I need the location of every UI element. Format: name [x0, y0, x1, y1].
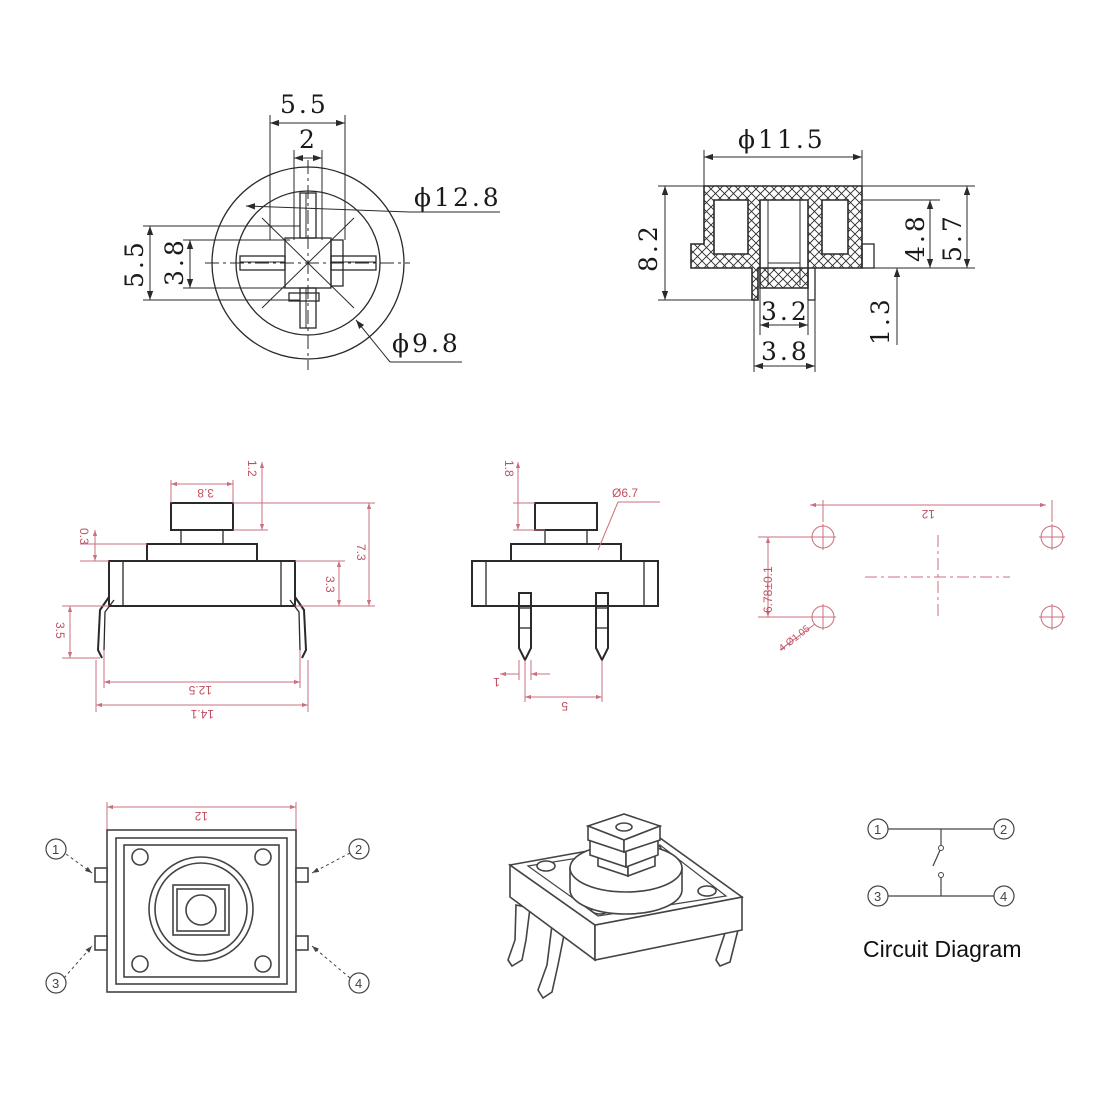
- pin-label: 4: [1000, 889, 1007, 904]
- pin-leg: [507, 904, 531, 968]
- circuit-caption: Circuit Diagram: [863, 936, 1021, 962]
- switch-side-view: 1.8 Ø6.7 1 5: [471, 460, 660, 713]
- dim-actuator-width: 3.8: [197, 486, 214, 500]
- stem-slot-bottom: [299, 287, 317, 329]
- corner-post: [254, 955, 272, 973]
- stem-slot-left: [239, 255, 286, 271]
- pcb-footprint: 12 6.78±0.1 4-Ø1.05: [758, 500, 1065, 654]
- dim-pin-pitch: 5: [561, 699, 568, 713]
- pin-right: [294, 596, 308, 659]
- dim-total-height: 8.2: [634, 223, 663, 272]
- dim-pitch-x: 12: [921, 507, 935, 521]
- switch-body: [471, 560, 659, 607]
- switch-plan-view: 12 1 2 3 4: [45, 802, 370, 994]
- dim-actuator-height: 1.2: [245, 460, 259, 477]
- cap-section-view: ϕ11.5 8.2 4.8 5.7 1.3 3.2 3.8: [634, 125, 975, 372]
- dim-pin-width: 1: [493, 675, 500, 689]
- actuator: [534, 502, 598, 531]
- pin-left: [518, 592, 532, 663]
- dim-diameter-top: ϕ11.5: [738, 125, 826, 154]
- pin-label-circle: [348, 972, 370, 994]
- pin-label: 2: [355, 842, 362, 857]
- dim-bore-inner: 3.2: [761, 297, 810, 326]
- dim-actuator-height: 1.8: [502, 460, 516, 477]
- pin-4-stub: [295, 935, 309, 951]
- pin-label-circle: [45, 838, 67, 860]
- pin-leg: [537, 923, 566, 1000]
- pin-right: [595, 592, 609, 663]
- dim-diameter-outer: ϕ12.8: [414, 183, 502, 212]
- dim-hole-size: 4-Ø1.05: [777, 623, 813, 654]
- corner-post: [131, 955, 149, 973]
- dim-height-outer: 5.5: [120, 239, 149, 288]
- dim-body-height: 3.3: [323, 576, 337, 593]
- actuator-dimple: [185, 894, 217, 926]
- cap-top-view: 5.5 2 5.5 3.8 ϕ12.8 ϕ9.8: [120, 90, 502, 370]
- actuator-square: [172, 884, 230, 936]
- pin-label: 1: [874, 822, 881, 837]
- dim-bore-outer: 3.8: [761, 337, 810, 366]
- switch-body: [108, 560, 296, 607]
- dim-gap: 0.3: [77, 528, 91, 545]
- dim-pin-span: 12.5: [188, 683, 212, 697]
- pin-2-stub: [295, 867, 309, 883]
- boss: [510, 543, 622, 562]
- mounting-hole: [1039, 604, 1065, 630]
- dim-plan-width: 12: [194, 809, 208, 823]
- switch-isometric-view: [507, 813, 744, 1000]
- pin-label: 2: [1000, 822, 1007, 837]
- corner-post: [254, 848, 272, 866]
- mounting-hole: [810, 524, 836, 550]
- switch-front-view: 3.8 1.2 0.3 3.3 7.3 3.5 12.5 14.1: [53, 460, 375, 721]
- actuator: [170, 502, 234, 531]
- dim-boss-diameter: Ø6.7: [612, 486, 638, 500]
- pin-label-circle: [348, 838, 370, 860]
- corner-post: [697, 885, 717, 897]
- boss: [146, 543, 258, 562]
- pin-label: 3: [52, 976, 59, 991]
- pin-label: 1: [52, 842, 59, 857]
- dim-pitch-y: 6.78±0.1: [761, 566, 775, 613]
- mounting-hole: [1039, 524, 1065, 550]
- dim-width-inner: 2: [299, 125, 318, 154]
- pin-1-stub: [94, 867, 108, 883]
- dim-stem-depth: 1.3: [866, 296, 895, 345]
- circuit-diagram: 1 2 3 4 Circuit Diagram: [863, 818, 1021, 962]
- dim-total-width: 14.1: [190, 707, 214, 721]
- dim-pin-length: 3.5: [53, 622, 67, 639]
- dim-rim-height: 5.7: [938, 213, 967, 262]
- boss-ring: [148, 856, 254, 962]
- dim-diameter-inner: ϕ9.8: [392, 329, 461, 358]
- dim-total-height: 7.3: [354, 544, 368, 561]
- pin-label-circle: [45, 972, 67, 994]
- stem-slot-top: [299, 192, 317, 239]
- switch-outline: [106, 829, 297, 993]
- corner-post: [131, 848, 149, 866]
- dim-width-outer: 5.5: [280, 90, 329, 119]
- pin-label: 3: [874, 889, 881, 904]
- switch-contact: [932, 847, 942, 867]
- pin-3-stub: [94, 935, 108, 951]
- pin-label: 4: [355, 976, 362, 991]
- mounting-hole: [810, 604, 836, 630]
- pin-left: [96, 596, 110, 659]
- dim-skirt-height: 4.8: [901, 213, 930, 262]
- cap-section-hatched: [690, 185, 863, 301]
- corner-post: [536, 860, 556, 872]
- dim-height-inner: 3.8: [160, 237, 189, 286]
- diagonal-line: [261, 217, 355, 309]
